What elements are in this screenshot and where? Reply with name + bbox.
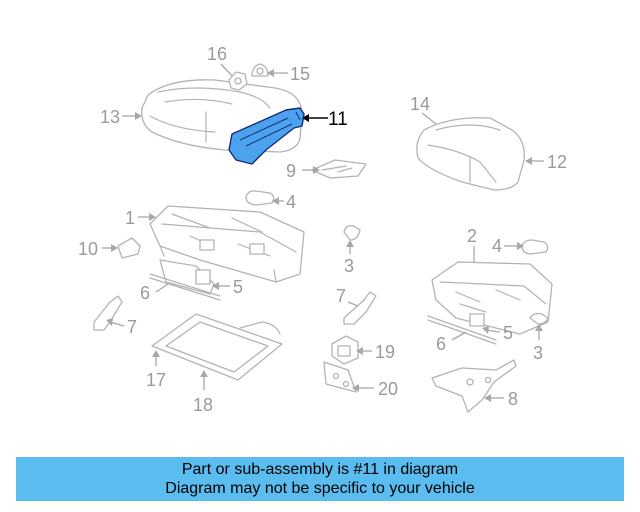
leader-6-right — [451, 331, 467, 341]
callout-4-right[interactable]: 4 — [492, 236, 502, 256]
callout-6-left[interactable]: 6 — [140, 283, 150, 303]
parts-diagram: 11 13 16 15 14 12 9 4 1 10 3 2 4 5 6 7 7… — [78, 44, 567, 415]
arrow-10 — [111, 244, 118, 252]
part-1-seat-frame[interactable] — [149, 205, 305, 283]
part-16-clip[interactable] — [228, 71, 248, 91]
arrow-15 — [267, 69, 274, 77]
callout-17[interactable]: 17 — [146, 370, 166, 390]
callout-14[interactable]: 14 — [410, 94, 430, 114]
callout-4-left[interactable]: 4 — [286, 192, 296, 212]
arrow-12 — [525, 157, 532, 165]
callout-9[interactable]: 9 — [286, 161, 296, 181]
part-8-bracket[interactable] — [431, 359, 517, 413]
arrow-5-right — [482, 326, 489, 334]
part-3-cap-right[interactable] — [529, 312, 549, 325]
part-20-bracket[interactable] — [323, 361, 357, 393]
arrow-13 — [135, 112, 142, 120]
callout-7-left[interactable]: 7 — [127, 317, 137, 337]
arrow-9 — [313, 166, 320, 174]
part-4-cover-right[interactable] — [521, 239, 549, 255]
arrow-7-left — [106, 318, 113, 326]
leader-6-left — [155, 283, 169, 293]
callout-2[interactable]: 2 — [467, 226, 477, 246]
callout-19[interactable]: 19 — [375, 342, 395, 362]
banner-line-disclaimer: Diagram may not be specific to your vehi… — [165, 480, 475, 497]
callout-15[interactable]: 15 — [290, 64, 310, 84]
arrow-3-middle — [346, 240, 354, 247]
part-14-seat-cushion-right[interactable] — [416, 117, 525, 191]
leader-11 — [302, 114, 328, 122]
callout-10[interactable]: 10 — [78, 239, 98, 259]
callout-16[interactable]: 16 — [207, 44, 227, 64]
part-6-rod-right[interactable] — [427, 315, 497, 345]
arrow-5-left — [212, 282, 219, 290]
part-18-frame[interactable] — [151, 313, 283, 381]
part-11-seat-pad[interactable] — [228, 107, 305, 165]
arrow-3-right — [535, 324, 543, 331]
arrow-4-right — [517, 242, 524, 250]
callout-13[interactable]: 13 — [100, 107, 120, 127]
callout-7-middle[interactable]: 7 — [336, 286, 346, 306]
part-10-bracket[interactable] — [117, 237, 141, 259]
part-6-rod-left[interactable] — [149, 273, 221, 301]
part-7-lever-left[interactable] — [93, 295, 123, 331]
callout-8[interactable]: 8 — [508, 389, 518, 409]
arrow-18 — [200, 370, 208, 377]
callout-5-right[interactable]: 5 — [503, 323, 513, 343]
info-banner: Part or sub-assembly is #11 in diagram D… — [16, 457, 624, 501]
callout-20[interactable]: 20 — [378, 379, 398, 399]
leader-16 — [220, 63, 233, 77]
arrow-20 — [352, 384, 359, 392]
part-15-clip[interactable] — [251, 63, 269, 77]
part-4-cover-left[interactable] — [245, 190, 275, 206]
arrow-1 — [149, 213, 156, 221]
arrow-8 — [484, 394, 491, 402]
part-2-seat-frame-right[interactable] — [431, 261, 553, 335]
part-7-lever-middle[interactable] — [343, 291, 377, 325]
callout-12[interactable]: 12 — [547, 152, 567, 172]
arrow-4-left — [272, 197, 279, 205]
leader-7-middle — [347, 301, 359, 307]
callout-3-right[interactable]: 3 — [533, 343, 543, 363]
arrow-17 — [152, 350, 160, 357]
callout-18[interactable]: 18 — [193, 395, 213, 415]
callout-1[interactable]: 1 — [125, 208, 135, 228]
arrow-19 — [356, 347, 363, 355]
callout-11[interactable]: 11 — [328, 109, 348, 130]
callout-3-middle[interactable]: 3 — [344, 256, 354, 276]
callout-5-left[interactable]: 5 — [233, 277, 243, 297]
banner-line-part: Part or sub-assembly is #11 in diagram — [181, 461, 459, 478]
leader-14 — [421, 112, 437, 125]
part-3-cap-middle[interactable] — [343, 224, 361, 241]
part-5-bracket-left[interactable] — [159, 259, 215, 295]
callout-6-right[interactable]: 6 — [436, 334, 446, 354]
part-9-bracket[interactable] — [311, 159, 367, 179]
part-19-bracket[interactable] — [331, 335, 359, 365]
